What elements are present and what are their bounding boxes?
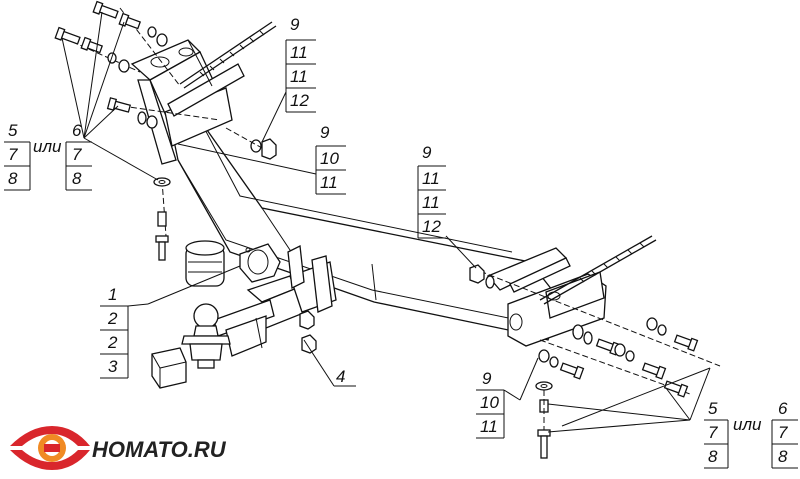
callout-left: 5 7 8 или 6 7 8: [4, 121, 92, 191]
callout-or: или: [733, 415, 762, 434]
callout-label: 3: [108, 357, 118, 376]
callout-label: 6: [778, 399, 788, 418]
callout-label: 7: [778, 423, 788, 442]
tow-ball: [181, 303, 231, 369]
callout-label: 1: [108, 285, 117, 304]
callout-center-right: 9 11 11 12: [417, 143, 446, 239]
callout-label: 8: [8, 169, 18, 188]
callout-label: 11: [320, 173, 338, 192]
callout-label: 11: [290, 67, 308, 86]
callout-label: 4: [336, 367, 345, 386]
left-nuts: [225, 127, 277, 160]
callout-label: 10: [320, 149, 339, 168]
callout-label: 7: [8, 145, 18, 164]
ball-cover-cap: [185, 240, 225, 287]
callout-label: 7: [708, 423, 718, 442]
leader-lines: [61, 11, 711, 433]
callout-4: 4: [334, 367, 356, 387]
callout-label: 11: [422, 169, 440, 188]
callout-label: 11: [422, 193, 440, 212]
callout-label: 5: [8, 121, 18, 140]
right-vertical-bolt: [537, 429, 551, 459]
callout-label: 11: [480, 417, 498, 436]
callout-top-right: 9 11 11 12: [285, 15, 316, 113]
right-threaded-stud: [539, 235, 657, 305]
hitch-pin: [299, 310, 317, 354]
homato-logo: HOMATO.RU: [10, 426, 227, 470]
right-mounting-bracket: [486, 247, 607, 347]
callout-label: 9: [290, 15, 300, 34]
logo-text: HOMATO.RU: [92, 437, 227, 462]
callout-label: 11: [290, 43, 308, 62]
callout-label: 8: [72, 169, 82, 188]
left-threaded-stud: [179, 21, 277, 89]
callout-bottom-right: 5 7 8 или 6 7 8: [704, 399, 798, 469]
left-bolts: [54, 0, 171, 261]
callout-bottom-center: 9 10 11: [476, 369, 521, 439]
callout-label: 9: [482, 369, 492, 388]
callout-mid-right: 9 10 11: [315, 123, 346, 195]
callout-label: 10: [480, 393, 499, 412]
electrical-socket-plate: [239, 243, 281, 283]
right-bolts: [469, 264, 721, 459]
callout-label: 9: [320, 123, 330, 142]
hitch-receiver: [213, 245, 337, 357]
callout-label: 7: [72, 145, 82, 164]
callout-label: 12: [290, 91, 309, 110]
callout-label: 6: [72, 121, 82, 140]
left-vertical-bolt: [155, 211, 169, 261]
callout-label: 8: [778, 447, 788, 466]
callout-label: 9: [422, 143, 432, 162]
callout-label: 2: [107, 333, 118, 352]
callout-label: 2: [107, 309, 118, 328]
callout-label: 12: [422, 217, 441, 236]
receiver-plug: [151, 347, 187, 389]
callout-label: 8: [708, 447, 718, 466]
callout-left-bottom: 1 2 2 3: [100, 285, 149, 379]
logo-emblem-icon: [10, 426, 90, 470]
callout-or: или: [33, 137, 62, 156]
crossbar-beam: [167, 111, 561, 341]
callout-label: 5: [708, 399, 718, 418]
